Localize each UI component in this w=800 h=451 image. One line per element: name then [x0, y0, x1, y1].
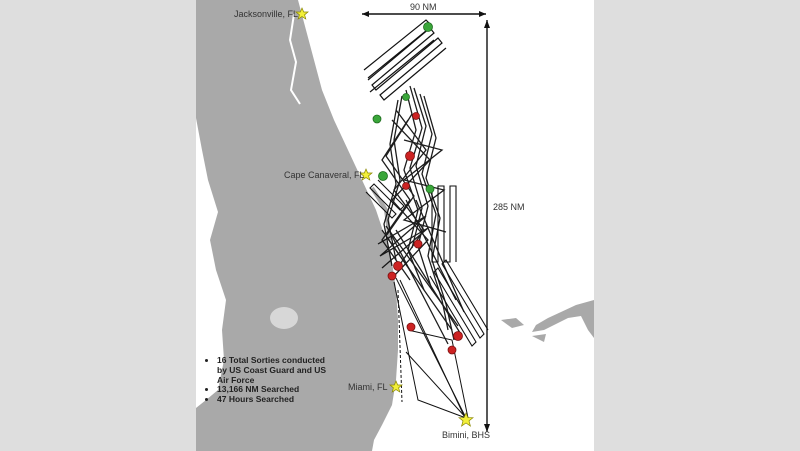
search-track-cape — [365, 179, 405, 219]
map-canvas — [196, 0, 594, 451]
florida-landmass — [196, 0, 398, 451]
transit-tracks — [393, 277, 469, 423]
arrow-head — [479, 11, 486, 17]
green-circle-marker — [402, 93, 410, 101]
red-circle-marker — [406, 322, 416, 332]
red-circle-marker — [402, 182, 410, 190]
red-circle-marker — [412, 112, 420, 120]
stat-item: 13,166 NM Searched — [217, 385, 335, 395]
green-circle-marker — [423, 22, 433, 32]
start-markers — [372, 22, 435, 194]
red-circle-marker — [405, 151, 415, 161]
red-circle-marker — [413, 239, 423, 249]
end-markers — [387, 112, 463, 355]
search-track-southeast — [429, 259, 489, 347]
city-stars — [295, 7, 474, 427]
red-circle-marker — [387, 271, 397, 281]
green-circle-marker — [378, 171, 388, 181]
search-track-north — [363, 19, 447, 101]
river — [288, 13, 301, 105]
city-label-bimini: Bimini, BHS — [442, 430, 491, 440]
green-circle-marker — [425, 184, 435, 194]
city-label-cape-canaveral: Cape Canaveral, FL — [284, 170, 365, 180]
stat-item: 47 Hours Searched — [217, 394, 335, 405]
star-icon — [458, 412, 474, 427]
distance-label-horizontal: 90 NM — [410, 2, 437, 12]
stat-item: 16 Total Sorties conducted by US Coast G… — [217, 355, 335, 385]
bahamas-landmass — [532, 300, 594, 338]
star-icon — [295, 7, 309, 20]
red-circle-marker — [393, 261, 403, 271]
city-label-jacksonville: Jacksonville, FL — [234, 9, 299, 19]
green-circle-marker — [372, 114, 382, 124]
arrow-head — [484, 20, 490, 28]
search-area-map: Jacksonville, FL Cape Canaveral, FL Miam… — [196, 0, 594, 451]
distance-label-vertical: 285 NM — [493, 202, 525, 212]
search-stats-list: 16 Total Sorties conducted by US Coast G… — [208, 355, 335, 405]
search-track-east — [431, 185, 457, 263]
search-track-dense — [377, 85, 465, 345]
arrow-head — [362, 11, 369, 17]
city-label-miami: Miami, FL — [348, 382, 388, 392]
bahamas-island — [532, 334, 546, 342]
arrow-head — [484, 424, 490, 432]
star-icon — [389, 380, 403, 393]
lake-okeechobee — [270, 307, 298, 329]
red-circle-marker — [447, 345, 457, 355]
star-icon — [359, 168, 373, 181]
bahamas-island — [501, 318, 524, 328]
red-circle-marker — [453, 331, 463, 341]
